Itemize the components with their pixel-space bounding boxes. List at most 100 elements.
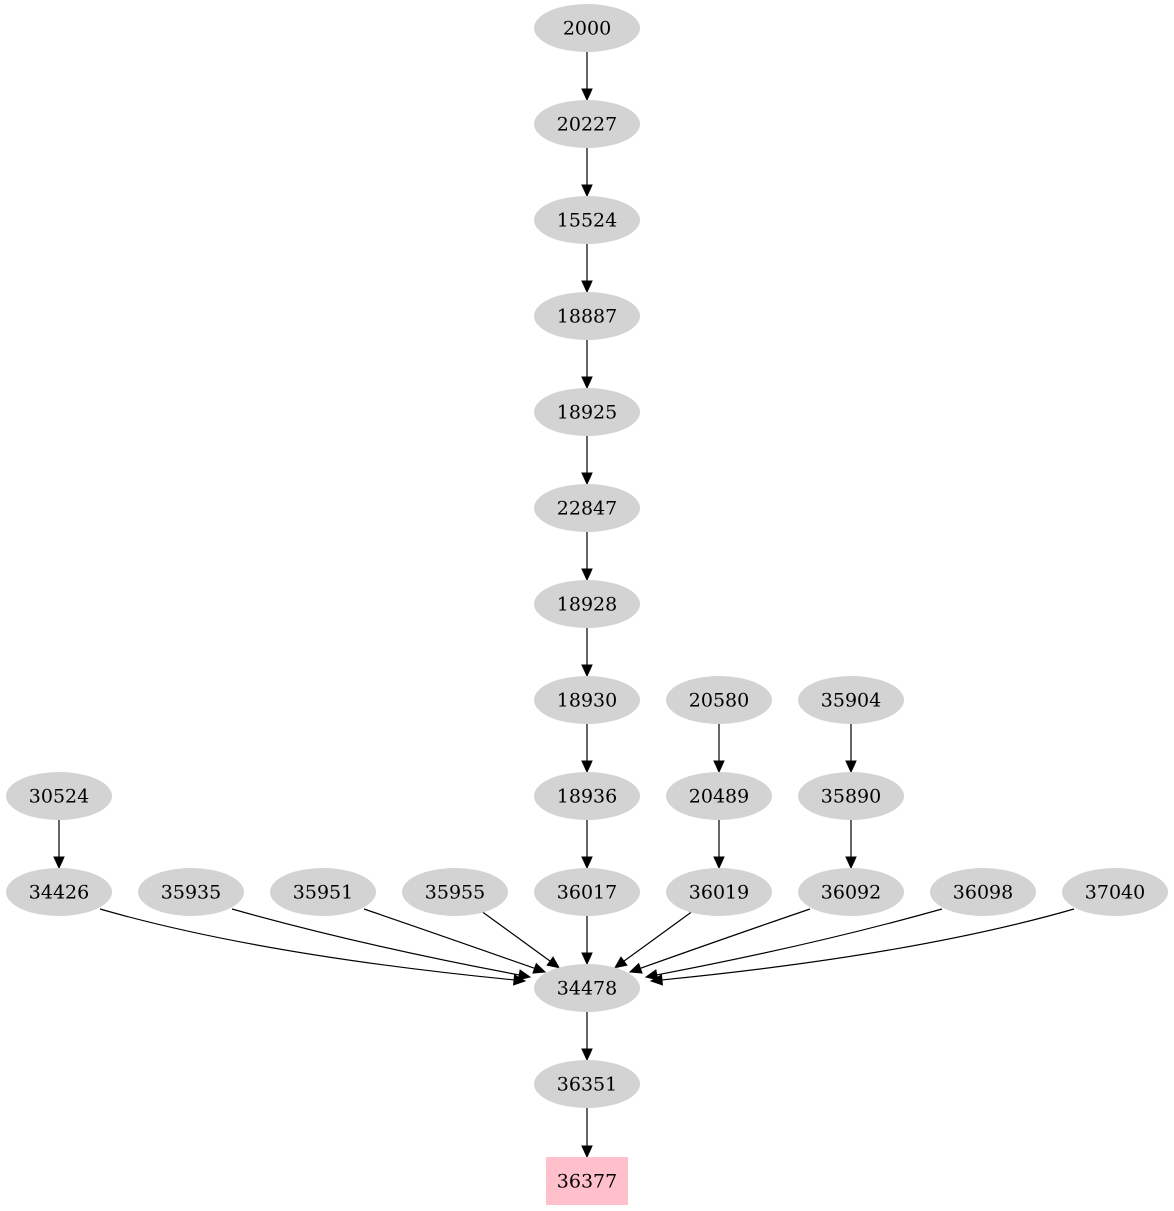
node-ellipse [534, 388, 640, 436]
node-ellipse [534, 292, 640, 340]
edge-20227-to-15524 [581, 148, 593, 198]
edge-18930-to-18936 [581, 724, 593, 774]
node-22847[interactable]: 22847 [534, 484, 640, 532]
node-ellipse [798, 772, 904, 820]
node-label: 18925 [557, 402, 617, 424]
node-ellipse [402, 868, 508, 916]
node-ellipse [666, 868, 772, 916]
edge-36092-to-34478 [628, 908, 811, 974]
node-2000[interactable]: 2000 [534, 4, 640, 52]
edge-36351-to-36377 [581, 1108, 593, 1159]
node-label: 18936 [557, 786, 617, 808]
arrowhead [532, 962, 547, 974]
node-label: 35904 [821, 690, 881, 712]
node-15524[interactable]: 15524 [534, 196, 640, 244]
node-ellipse [534, 1060, 640, 1108]
node-30524[interactable]: 30524 [6, 772, 112, 820]
edge-2000-to-20227 [581, 52, 593, 102]
node-34426[interactable]: 34426 [6, 868, 112, 916]
node-18930[interactable]: 18930 [534, 676, 640, 724]
node-35955[interactable]: 35955 [402, 868, 508, 916]
node-label: 22847 [557, 498, 617, 520]
arrowhead [649, 974, 664, 986]
edge-35890-to-36092 [845, 820, 857, 870]
node-20489[interactable]: 20489 [666, 772, 772, 820]
arrowhead [581, 184, 593, 198]
arrowhead [53, 856, 65, 870]
node-label: 36017 [557, 882, 617, 904]
node-34478[interactable]: 34478 [534, 964, 640, 1012]
node-37040[interactable]: 37040 [1062, 868, 1168, 916]
node-20580[interactable]: 20580 [666, 676, 772, 724]
edge-20489-to-36019 [713, 820, 725, 870]
nodes-layer: 2000 20227 15524 18887 18925 22847 18928 18930 2… [6, 4, 1168, 1205]
edge-line [99, 908, 515, 981]
node-18887[interactable]: 18887 [534, 292, 640, 340]
node-18925[interactable]: 18925 [534, 388, 640, 436]
arrowhead [581, 568, 593, 582]
edge-line [482, 911, 551, 962]
node-ellipse [534, 100, 640, 148]
node-20227[interactable]: 20227 [534, 100, 640, 148]
node-ellipse [534, 196, 640, 244]
node-ellipse [930, 868, 1036, 916]
node-36019[interactable]: 36019 [666, 868, 772, 916]
node-35904[interactable]: 35904 [798, 676, 904, 724]
node-18936[interactable]: 18936 [534, 772, 640, 820]
node-ellipse [534, 772, 640, 820]
edge-line [363, 908, 535, 969]
edge-36098-to-34478 [644, 908, 943, 981]
node-label: 36019 [689, 882, 749, 904]
arrowhead [517, 969, 532, 981]
edge-line [656, 908, 943, 976]
arrowhead [713, 856, 725, 870]
edge-18936-to-36017 [581, 820, 593, 870]
node-label: 20489 [689, 786, 749, 808]
edge-20580-to-20489 [713, 724, 725, 774]
node-label: 30524 [29, 786, 89, 808]
arrowhead [628, 962, 643, 974]
node-label: 35951 [293, 882, 353, 904]
node-label: 18928 [557, 594, 617, 616]
node-ellipse [798, 676, 904, 724]
arrowhead [581, 280, 593, 294]
node-36098[interactable]: 36098 [930, 868, 1036, 916]
edge-18928-to-18930 [581, 628, 593, 678]
arrowhead [581, 1145, 593, 1159]
edge-36019-to-34478 [614, 911, 692, 969]
node-ellipse [534, 484, 640, 532]
edge-line [231, 908, 520, 976]
node-35890[interactable]: 35890 [798, 772, 904, 820]
edge-34426-to-34478 [99, 908, 527, 986]
edge-line [640, 908, 811, 969]
node-36092[interactable]: 36092 [798, 868, 904, 916]
node-label: 36377 [557, 1171, 617, 1193]
node-label: 20227 [557, 114, 617, 136]
edge-35935-to-34478 [231, 908, 532, 981]
node-ellipse [666, 772, 772, 820]
edge-line [661, 908, 1075, 981]
node-35951[interactable]: 35951 [270, 868, 376, 916]
edges-layer [53, 52, 1075, 1159]
node-ellipse [534, 868, 640, 916]
node-36017[interactable]: 36017 [534, 868, 640, 916]
node-label: 34426 [29, 882, 89, 904]
node-36377[interactable]: 36377 [546, 1157, 628, 1205]
arrowhead [845, 760, 857, 774]
node-ellipse [798, 868, 904, 916]
edge-22847-to-18928 [581, 532, 593, 582]
edge-34478-to-36351 [581, 1012, 593, 1062]
edge-35904-to-35890 [845, 724, 857, 774]
node-35935[interactable]: 35935 [138, 868, 244, 916]
node-ellipse [6, 868, 112, 916]
node-ellipse [270, 868, 376, 916]
node-18928[interactable]: 18928 [534, 580, 640, 628]
node-ellipse [138, 868, 244, 916]
node-36351[interactable]: 36351 [534, 1060, 640, 1108]
edge-35951-to-34478 [363, 908, 547, 974]
arrowhead [546, 956, 560, 969]
edge-30524-to-34426 [53, 820, 65, 870]
edge-37040-to-34478 [649, 908, 1075, 986]
edge-35955-to-34478 [482, 911, 560, 969]
